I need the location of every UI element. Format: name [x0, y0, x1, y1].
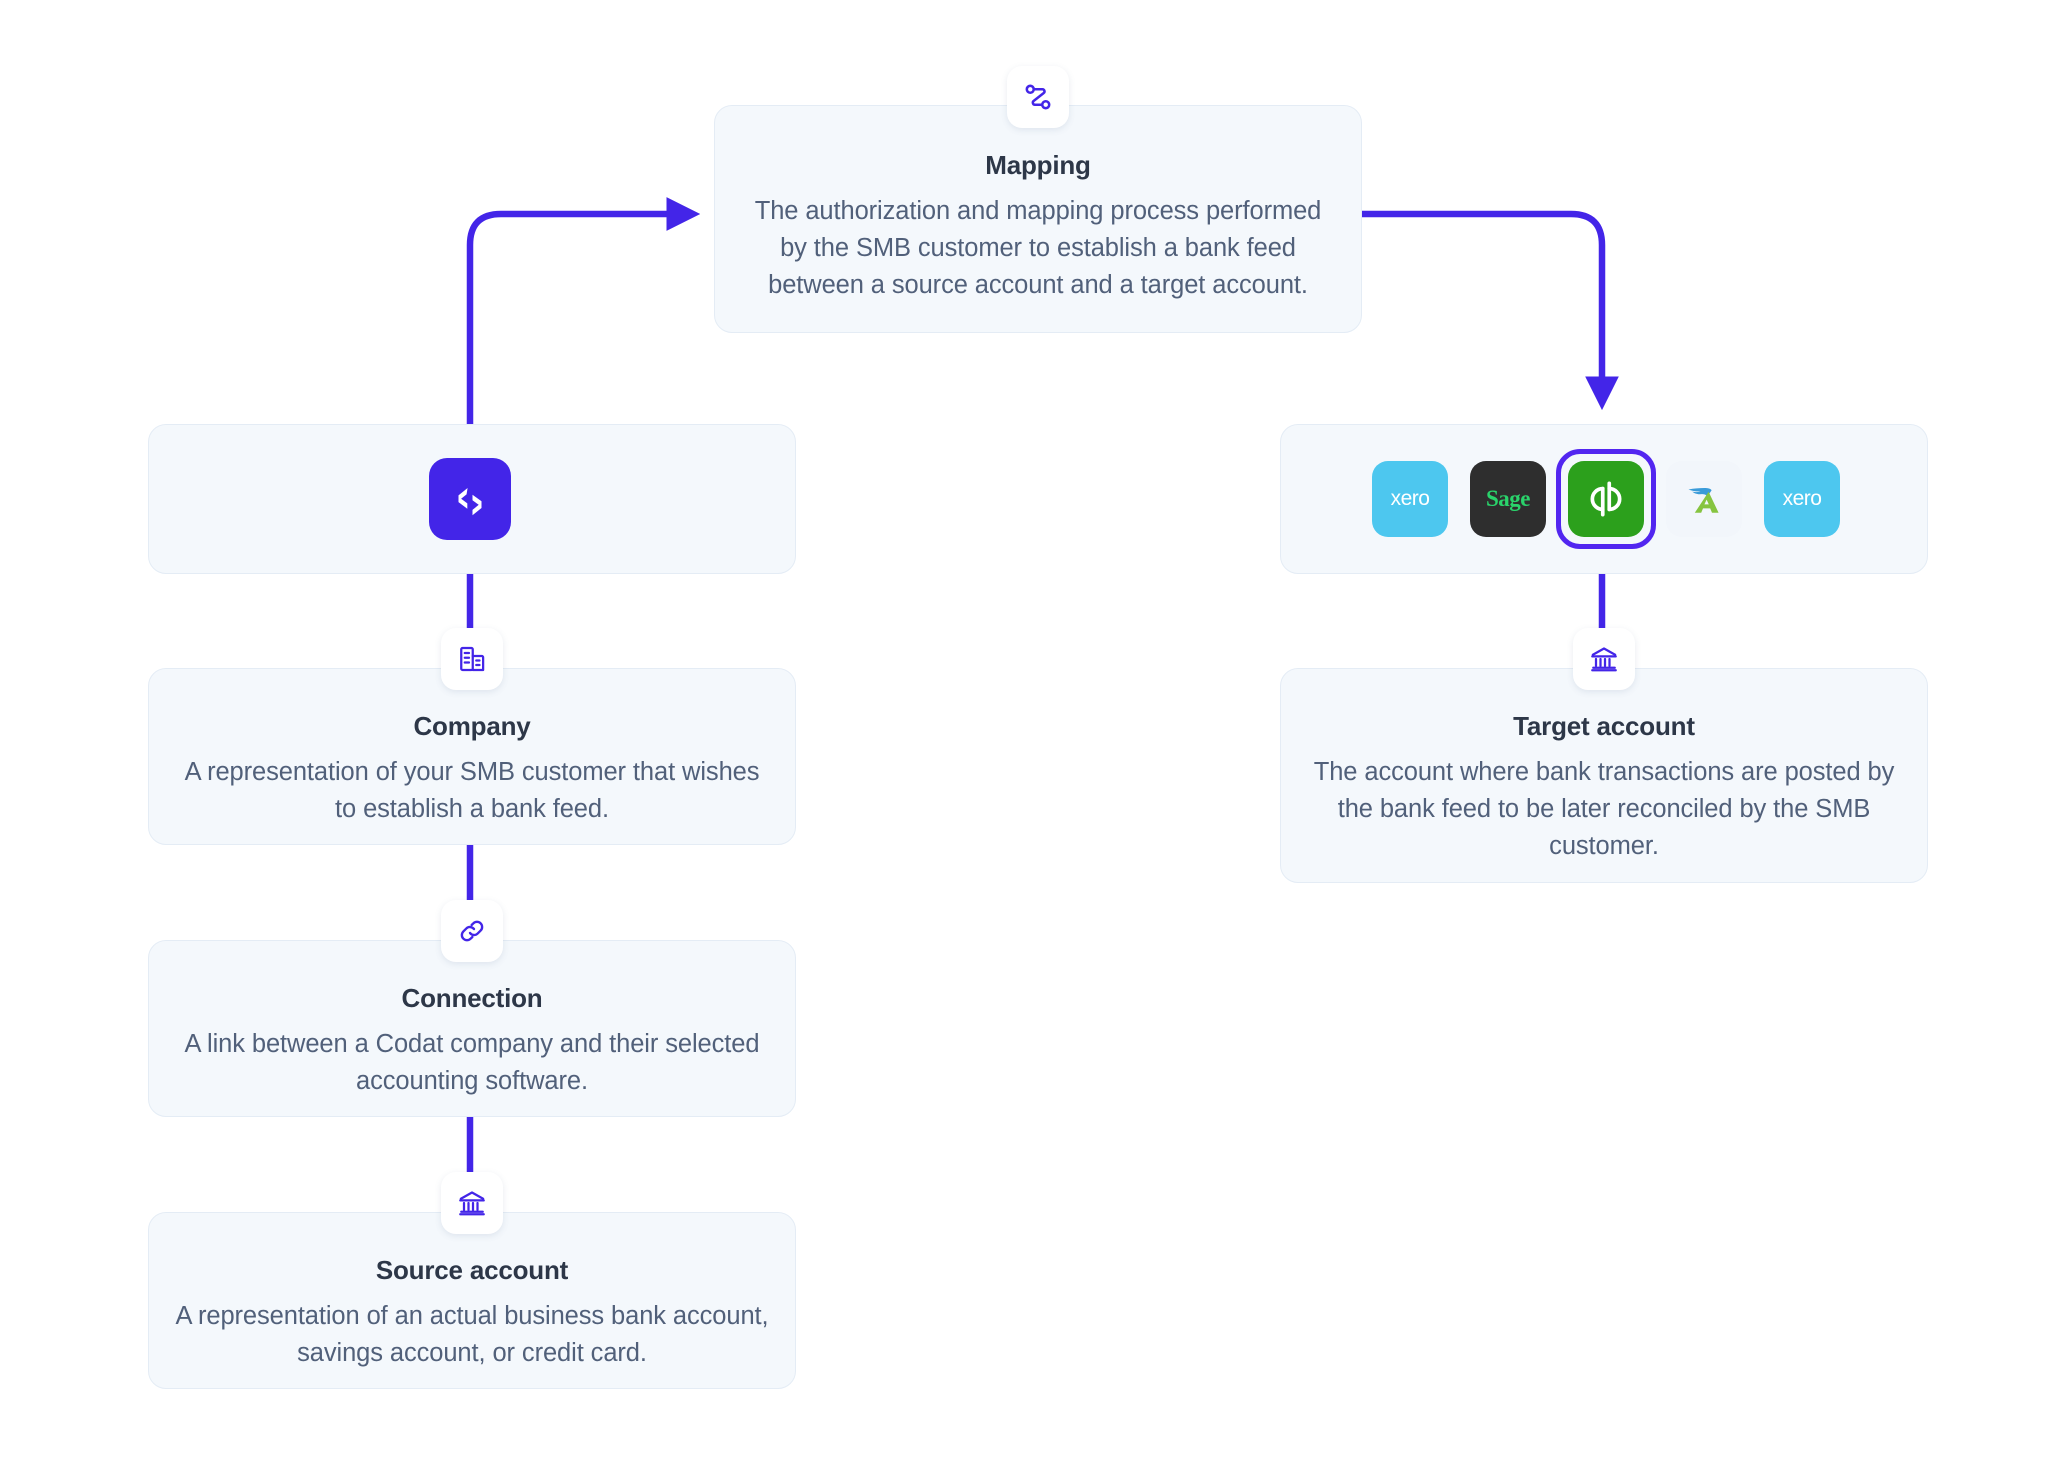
connector-mapping-to-integrations [1358, 210, 1619, 411]
source-account-card: Source account A representation of an ac… [148, 1212, 796, 1389]
freeagent-logo-icon[interactable] [1666, 461, 1742, 537]
bank-icon [441, 1172, 503, 1234]
selected-ring [1556, 449, 1656, 549]
link-icon [441, 900, 503, 962]
connection-card-title: Connection [401, 983, 543, 1013]
sage-logo-label: Sage [1486, 486, 1531, 511]
connector-codat-to-mapping [466, 197, 701, 428]
quickbooks-logo-icon [1568, 461, 1644, 537]
mapping-route-icon [1007, 66, 1069, 128]
mapping-card-description: The authorization and mapping process pe… [754, 197, 1322, 300]
bank-icon-target [1573, 628, 1635, 690]
connection-card-description: A link between a Codat company and their… [184, 1030, 760, 1096]
source-account-card-description: A representation of an actual business b… [175, 1302, 769, 1368]
xero-logo-icon-2[interactable]: xero [1764, 461, 1840, 537]
target-account-card: Target account The account where bank tr… [1280, 668, 1928, 883]
company-card-description: A representation of your SMB customer th… [184, 758, 760, 824]
connection-card: Connection A link between a Codat compan… [148, 940, 796, 1117]
mapping-card: Mapping The authorization and mapping pr… [714, 105, 1362, 333]
integration-logo-row: xero Sage [1372, 449, 1840, 549]
company-card-title: Company [413, 711, 531, 741]
xero-logo-label-2: xero [1782, 487, 1822, 510]
sage-logo-icon[interactable]: Sage [1470, 461, 1546, 537]
company-card: Company A representation of your SMB cus… [148, 668, 796, 845]
xero-logo-label: xero [1390, 487, 1430, 510]
source-account-card-title: Source account [375, 1255, 569, 1285]
building-icon [441, 628, 503, 690]
quickbooks-logo-selected[interactable] [1556, 449, 1656, 549]
target-account-card-title: Target account [1513, 711, 1695, 741]
xero-logo-icon[interactable]: xero [1372, 461, 1448, 537]
mapping-card-title: Mapping [985, 150, 1091, 180]
target-account-card-description: The account where bank transactions are … [1313, 758, 1895, 861]
codat-logo-icon [429, 458, 511, 540]
